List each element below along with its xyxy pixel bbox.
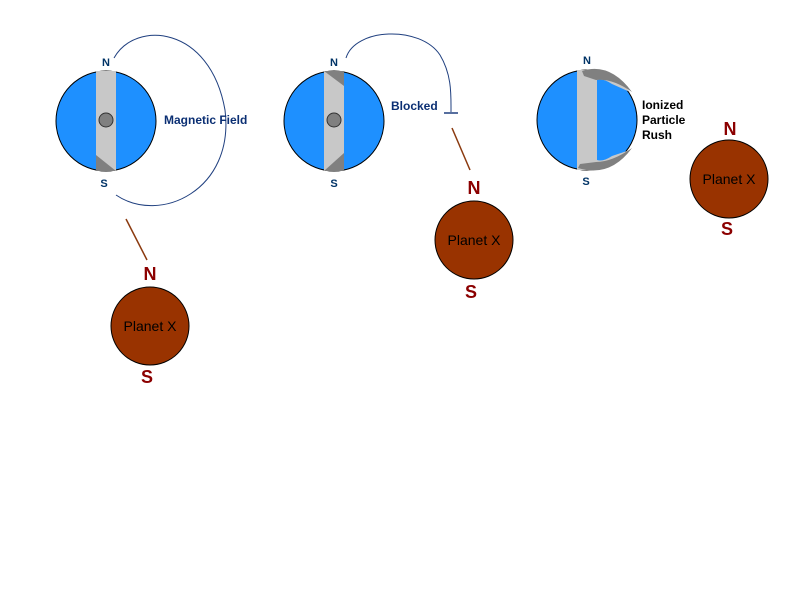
particle-rush-bottom [578, 148, 632, 171]
earth-globe: N S [55, 57, 157, 190]
planet-north-label: N [144, 264, 157, 284]
particle-rush-top [582, 68, 632, 92]
planet-name-label: Planet X [124, 318, 178, 334]
earth-south-label: S [582, 176, 589, 188]
rush-label-line-3: Rush [642, 128, 672, 142]
earth-north-label: N [330, 57, 338, 69]
planet-x: N Planet X S [434, 178, 514, 302]
blocked-field-line [345, 33, 452, 113]
earth-south-label: S [100, 178, 107, 190]
planet-south-label: S [465, 282, 477, 302]
planet-disc [110, 286, 190, 366]
core-shadow-bottom [324, 153, 344, 171]
planet-north-label: N [468, 178, 481, 198]
earth-center-dot [98, 112, 114, 128]
planet-x: N Planet X S [110, 264, 190, 387]
panel-ionized-particle-rush: N S Ionized Particle Rush N Planet X S [536, 55, 769, 239]
rush-label-line-1: Ionized [642, 98, 683, 112]
planet-x: N Planet X S [689, 119, 769, 239]
planet-name-label: Planet X [448, 232, 502, 248]
earth-north-label: N [583, 55, 591, 67]
earth-south-label: S [330, 178, 337, 190]
rush-label-line-2: Particle [642, 113, 686, 127]
magnetic-field-label: Magnetic Field [164, 113, 247, 127]
earth-north-label: N [102, 57, 110, 69]
panel-magnetic-field: N S Magnetic Field N Planet X S [55, 34, 247, 387]
planet-south-label: S [721, 219, 733, 239]
magnetic-field-line [113, 34, 227, 207]
earth-core-band [577, 70, 597, 170]
blocked-label: Blocked [391, 99, 438, 113]
planet-disc [434, 200, 514, 280]
core-shadow-top [324, 71, 344, 86]
earth-globe: N S [536, 55, 638, 188]
earth-center-dot [326, 112, 342, 128]
panel-blocked: N S Blocked N Planet X S [283, 33, 514, 302]
planet-north-label: N [724, 119, 737, 139]
attraction-link-line [451, 127, 471, 171]
earth-globe: N S [283, 57, 385, 190]
planet-disc [689, 139, 769, 219]
planet-south-label: S [141, 367, 153, 387]
planet-name-label: Planet X [703, 171, 757, 187]
core-shadow-bottom [96, 155, 116, 171]
attraction-link-line [125, 218, 148, 261]
